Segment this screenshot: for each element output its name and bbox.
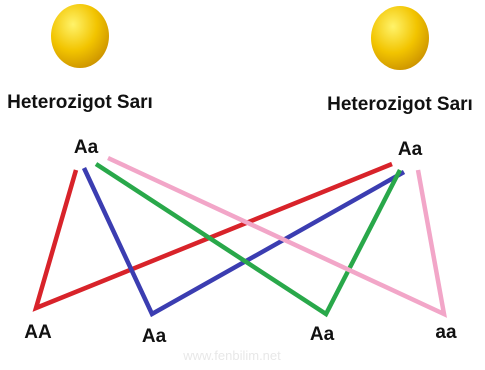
green-cross-line <box>94 162 403 318</box>
watermark-text: www.fenbilim.net <box>182 348 281 363</box>
pink-cross-line <box>107 155 447 318</box>
parent-2-phenotype-label: Heterozigot Sarı <box>327 94 473 115</box>
offspring-2-genotype-label: Aa <box>142 326 167 347</box>
parent-1-phenotype-label: Heterozigot Sarı <box>7 92 153 113</box>
parent-2-yellow-seed-icon <box>371 6 429 70</box>
parent-1-genotype-label: Aa <box>74 137 99 158</box>
blue-cross-line <box>81 167 406 318</box>
red-cross-line <box>32 161 393 312</box>
parent-1-yellow-seed-icon <box>51 4 109 68</box>
offspring-1-genotype-label: AA <box>24 322 52 343</box>
parent-2-genotype-label: Aa <box>398 139 423 160</box>
cross-lines <box>32 155 447 318</box>
offspring-4-genotype-label: aa <box>435 322 457 343</box>
offspring-3-genotype-label: Aa <box>310 324 335 345</box>
